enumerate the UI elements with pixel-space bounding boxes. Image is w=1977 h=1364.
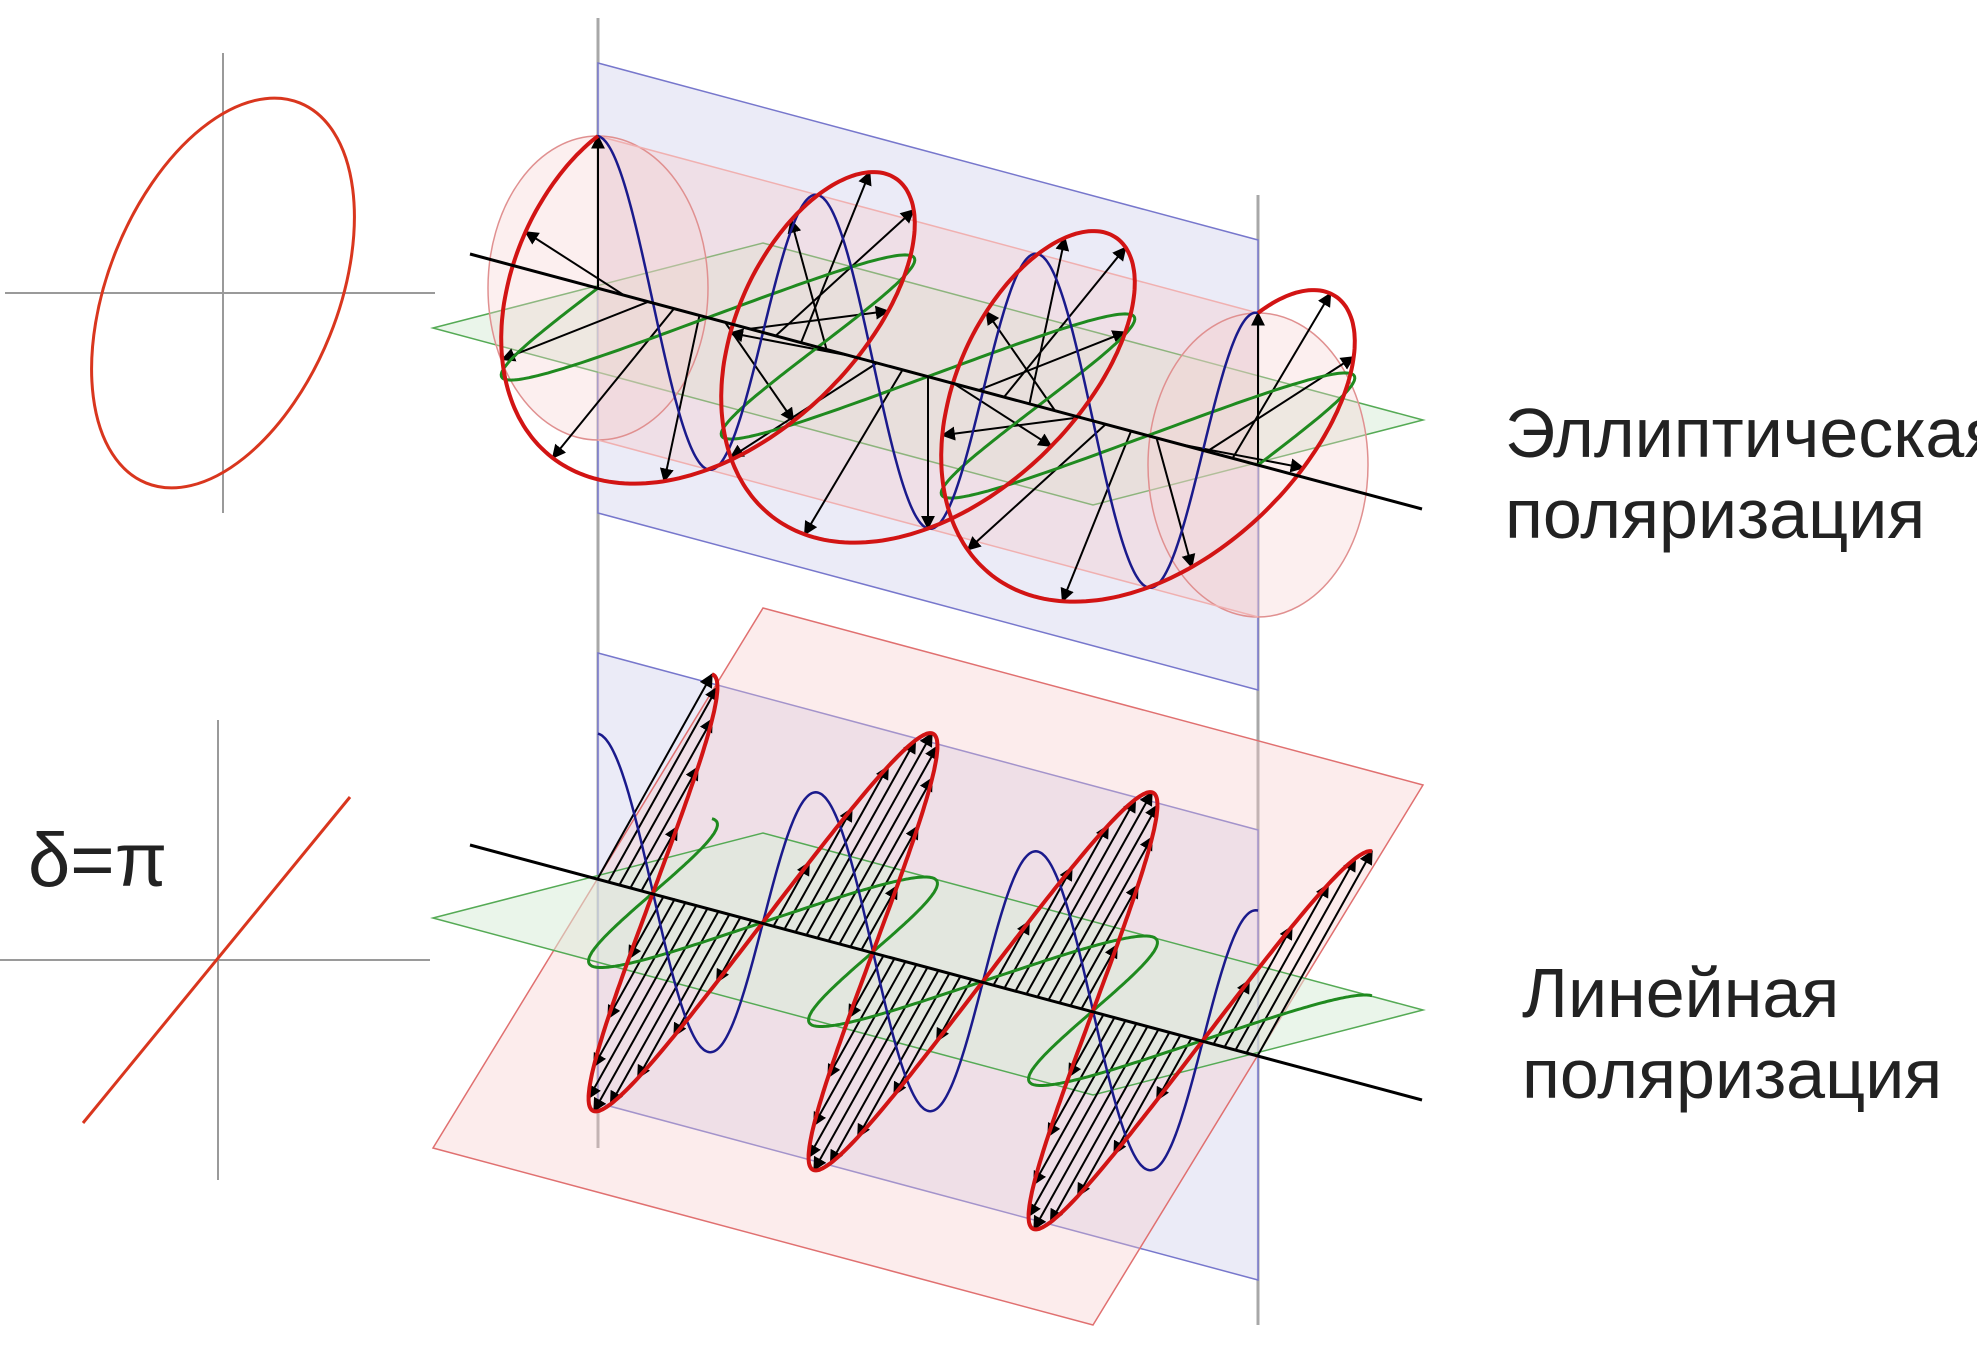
field-vector-arrow bbox=[985, 310, 1056, 412]
field-vector-arrow bbox=[827, 957, 896, 1079]
elliptical-polarization-label: Эллиптическая поляризация bbox=[1505, 393, 1977, 554]
field-vector-arrow bbox=[1224, 925, 1293, 1047]
electric-field-wave bbox=[586, 672, 1373, 1232]
field-vector-arrow bbox=[551, 307, 675, 459]
field-vector-arrow bbox=[1028, 236, 1070, 404]
field-vector-arrow bbox=[817, 732, 933, 938]
electric-field-helix bbox=[499, 134, 1357, 604]
propagation-axis bbox=[469, 252, 1423, 511]
field-vector-arrow bbox=[619, 717, 714, 885]
polarization-line bbox=[81, 796, 352, 1124]
field-vector-arrow bbox=[1257, 850, 1373, 1056]
field-vector-arrow bbox=[636, 912, 731, 1080]
field-vector-arrow bbox=[524, 231, 624, 296]
field-vector-arrow bbox=[807, 963, 918, 1159]
linear-polarization-label: Линейная поляризация bbox=[1522, 953, 1942, 1114]
elliptical-polarization-diagram bbox=[5, 53, 435, 513]
field-vector-arrow bbox=[787, 218, 828, 350]
field-vector-arrow bbox=[608, 685, 719, 882]
field-vector-arrow bbox=[592, 901, 687, 1068]
field-vector-arrow bbox=[803, 369, 904, 536]
field-vector-arrow bbox=[839, 776, 934, 944]
field-vector-arrow bbox=[856, 971, 951, 1139]
field-vector-arrow bbox=[1032, 1019, 1127, 1186]
field-vector-arrow bbox=[630, 765, 699, 888]
field-vector-arrow bbox=[795, 765, 890, 932]
field-vector-arrow bbox=[1037, 791, 1153, 997]
elliptical-wave-panel bbox=[430, 62, 1426, 691]
phase-label: δ=π bbox=[28, 818, 168, 903]
field-vector-arrow bbox=[1070, 883, 1139, 1006]
field-vector-arrow bbox=[1003, 246, 1127, 398]
field-vector-arrow bbox=[800, 170, 872, 343]
field-vector-arrow bbox=[1235, 883, 1330, 1050]
label-line-2: поляризация bbox=[1505, 474, 1926, 553]
field-vector-arrow bbox=[850, 824, 919, 947]
field-vector-arrow bbox=[978, 330, 1127, 392]
field-vector-arrow bbox=[813, 966, 929, 1172]
field-vector-arrow bbox=[1181, 443, 1305, 473]
field-vector-arrow bbox=[952, 382, 1053, 448]
field-vector-arrow bbox=[593, 907, 709, 1113]
propagation-axis bbox=[469, 843, 1423, 1102]
field-vector-arrow bbox=[1076, 1030, 1171, 1198]
linear-wave-panel bbox=[430, 607, 1426, 1326]
field-vector-arrow bbox=[500, 300, 650, 362]
field-vector-arrow bbox=[1047, 1016, 1116, 1138]
field-vector-arrow bbox=[607, 898, 676, 1020]
field-vector-arrow bbox=[587, 904, 698, 1100]
green-plane bbox=[430, 832, 1426, 1096]
field-vector-arrow bbox=[966, 423, 1107, 551]
label-line-1: Эллиптическая bbox=[1505, 394, 1977, 472]
label-line-2: поляризация bbox=[1522, 1034, 1943, 1113]
field-vector-arrow bbox=[1033, 1025, 1149, 1231]
field-vector-arrow bbox=[812, 960, 907, 1127]
x-component-wave bbox=[597, 732, 1259, 1172]
field-vector-arrow bbox=[1231, 292, 1332, 459]
field-vector-arrow bbox=[828, 744, 939, 941]
y-component-wave bbox=[587, 817, 1373, 1087]
field-vector-arrow bbox=[1027, 1022, 1138, 1218]
green-plane bbox=[430, 242, 1426, 506]
field-vector-arrow bbox=[775, 209, 915, 337]
field-vector-arrow bbox=[659, 314, 701, 483]
linear-polarization-diagram bbox=[0, 720, 430, 1180]
polarization-ellipse bbox=[90, 96, 356, 490]
field-vector-arrow bbox=[1060, 430, 1133, 603]
label-line-1: Линейная bbox=[1522, 954, 1840, 1032]
field-vector-arrow bbox=[1155, 437, 1196, 569]
field-vectors bbox=[587, 673, 1373, 1231]
field-vector-arrow bbox=[1048, 803, 1159, 1000]
field-vector-arrow bbox=[1206, 356, 1355, 453]
field-vector-arrow bbox=[597, 673, 713, 879]
field-vector-arrow bbox=[1059, 835, 1154, 1003]
field-vectors bbox=[500, 134, 1355, 603]
field-vector-arrow bbox=[1015, 824, 1110, 991]
